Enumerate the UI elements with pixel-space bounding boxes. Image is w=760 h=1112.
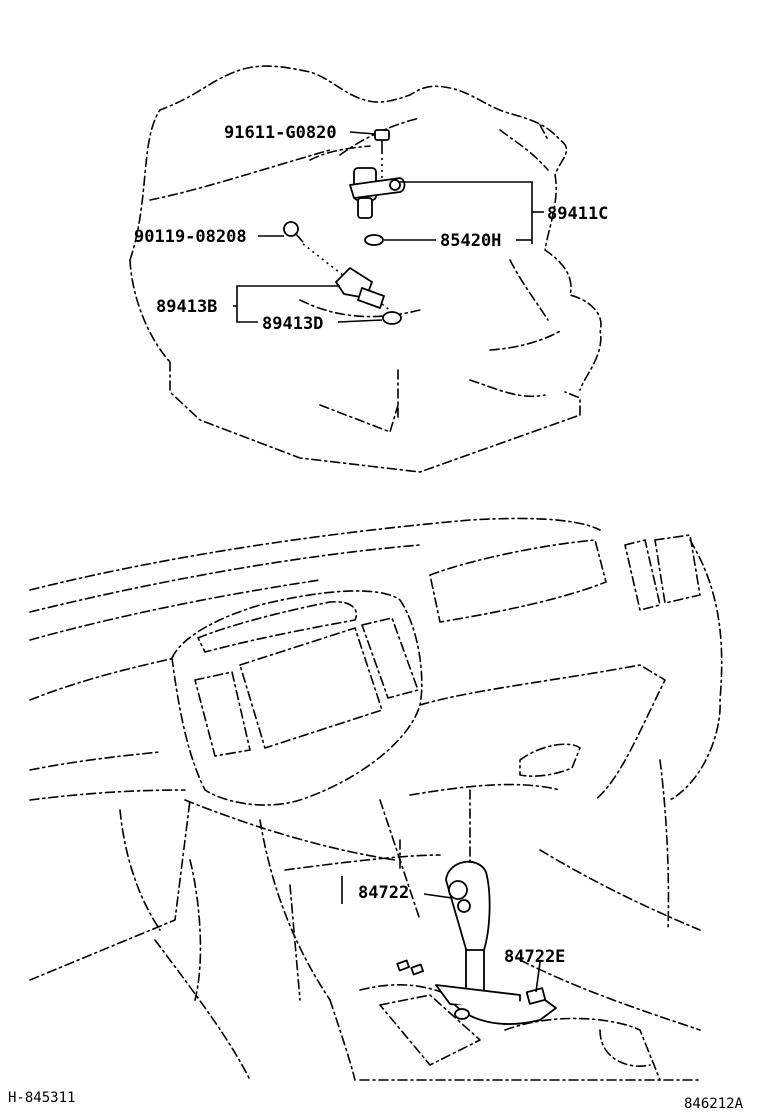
callout-91611-g0820: 91611-G0820 [224,123,337,143]
shift-lever-icon [396,860,557,1025]
speed-sensor-c-icon [349,167,406,219]
speed-sensor-b-icon [335,267,393,313]
callout-90119-08208: 90119-08208 [134,227,247,247]
footer-code-left: H-845311 [8,1090,75,1106]
footer-code-right: 846212A [684,1096,744,1112]
dashboard-outline [29,517,723,1081]
o-ring-d-icon [382,311,402,325]
callout-89411c: 89411C [547,204,608,224]
callout-89413b: 89413B [156,297,217,317]
bottom-leader-lines [341,876,541,993]
transmission-housing [129,65,602,473]
bolt-91611-icon [374,129,390,180]
top-leader-lines [233,131,544,323]
callout-89413d: 89413D [262,314,323,334]
callout-85420h: 85420H [440,231,501,251]
bolt-90119-icon [283,221,345,277]
callout-84722: 84722 [358,883,409,903]
callout-84722e: 84722E [504,947,565,967]
o-ring-h-icon [364,234,384,246]
